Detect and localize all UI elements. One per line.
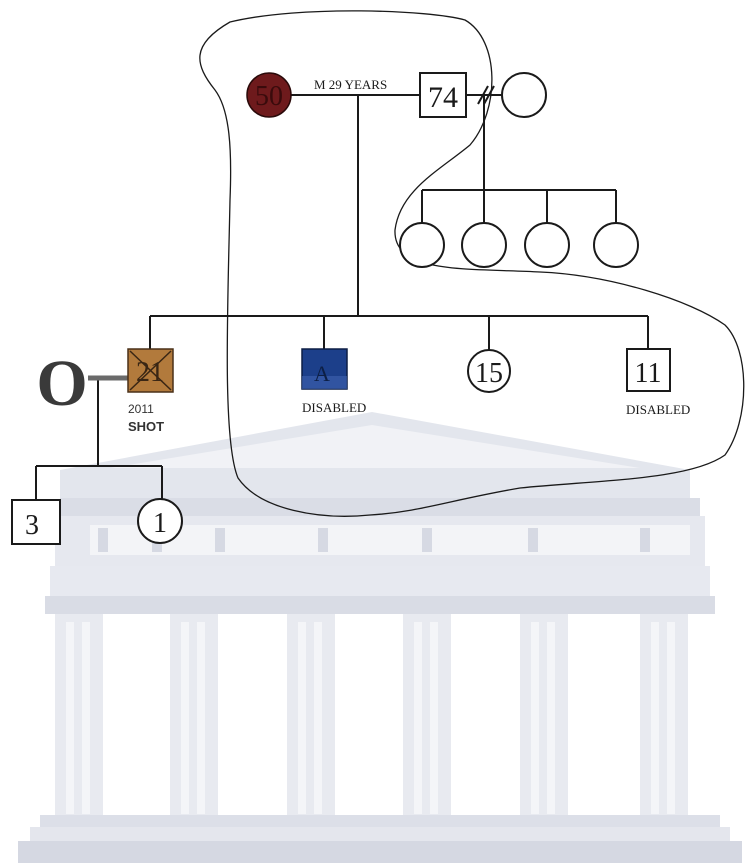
ex-partner-node: [502, 73, 546, 117]
son-21-note-year: 2011: [128, 402, 154, 416]
university-building-watermark: [18, 412, 742, 863]
child-a-note: DISABLED: [302, 400, 366, 415]
son-21-node: 21: [128, 349, 173, 392]
daughter-15-node: 15: [468, 350, 510, 392]
son-11-note: DISABLED: [626, 402, 690, 417]
father-age: 74: [428, 81, 458, 114]
half-sibling-node: [462, 223, 506, 267]
son-11-age: 11: [635, 358, 662, 389]
mother-node: 50: [247, 73, 291, 117]
child-a-node: A: [302, 349, 347, 389]
grandson-3-age: 3: [25, 510, 39, 541]
half-sibling-node: [594, 223, 638, 267]
son-21-age: 21: [136, 357, 164, 388]
partner-node: O: [36, 347, 87, 420]
son-11-node: 11: [627, 349, 670, 391]
daughter-15-age: 15: [475, 358, 503, 389]
granddaughter-1-age: 1: [153, 508, 167, 539]
son-21-note-cause: SHOT: [128, 419, 164, 434]
half-sibling-node: [525, 223, 569, 267]
grandson-3-node: 3: [12, 500, 60, 544]
half-sibling-node: [400, 223, 444, 267]
half-siblings: [400, 223, 638, 267]
child-a-age: A: [314, 361, 330, 386]
granddaughter-1-node: 1: [138, 499, 182, 543]
father-node: 74: [420, 73, 466, 117]
relationship-label: M 29 YEARS: [314, 77, 387, 92]
mother-age: 50: [255, 81, 283, 112]
